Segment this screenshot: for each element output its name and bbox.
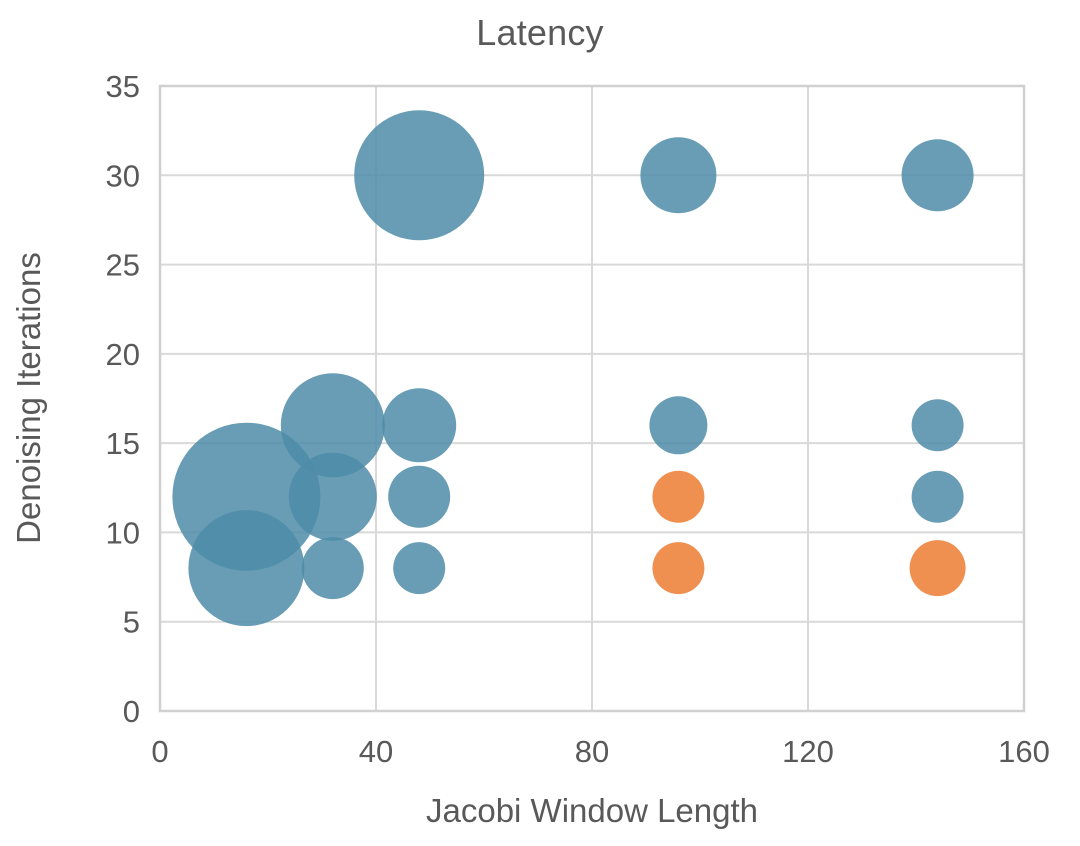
bubble-blue[interactable]: [911, 470, 964, 523]
y-tick-label: 25: [106, 248, 140, 283]
y-tick-label: 0: [123, 694, 140, 729]
x-tick-label: 0: [151, 734, 168, 769]
y-tick-label: 15: [106, 426, 140, 461]
bubble-layer: [172, 110, 974, 627]
bubble-blue[interactable]: [911, 399, 964, 452]
y-tick-label: 10: [106, 515, 140, 550]
bubble-blue[interactable]: [188, 510, 305, 627]
bubble-blue[interactable]: [382, 388, 457, 463]
y-tick-label: 35: [106, 69, 140, 104]
bubble-blue[interactable]: [288, 452, 377, 541]
y-tick-label: 20: [106, 337, 140, 372]
x-tick-label: 160: [998, 734, 1050, 769]
bubble-blue[interactable]: [354, 110, 485, 241]
bubble-blue[interactable]: [301, 537, 364, 600]
plot-border: [158, 84, 1026, 713]
y-tick-label: 5: [123, 605, 140, 640]
bubble-orange[interactable]: [652, 542, 705, 595]
bubble-blue[interactable]: [649, 396, 708, 455]
x-axis-tick-labels: 0 40 80 120 160: [151, 734, 1049, 769]
y-axis-title: Denoising Iterations: [10, 252, 47, 544]
x-axis-title: Jacobi Window Length: [426, 792, 758, 829]
bubble-blue[interactable]: [393, 542, 446, 595]
bubble-blue[interactable]: [388, 465, 451, 528]
x-tick-label: 80: [575, 734, 609, 769]
bubble-orange[interactable]: [909, 540, 966, 597]
bubble-blue[interactable]: [280, 373, 385, 478]
y-tick-label: 30: [106, 158, 140, 193]
bubble-orange[interactable]: [652, 470, 705, 523]
chart-title: Latency: [476, 12, 604, 53]
x-tick-label: 120: [782, 734, 834, 769]
bubble-blue[interactable]: [901, 139, 974, 212]
y-axis-tick-labels: 0 5 10 15 20 25 30 35: [106, 69, 140, 729]
x-tick-label: 40: [359, 734, 393, 769]
bubble-blue[interactable]: [640, 137, 717, 214]
